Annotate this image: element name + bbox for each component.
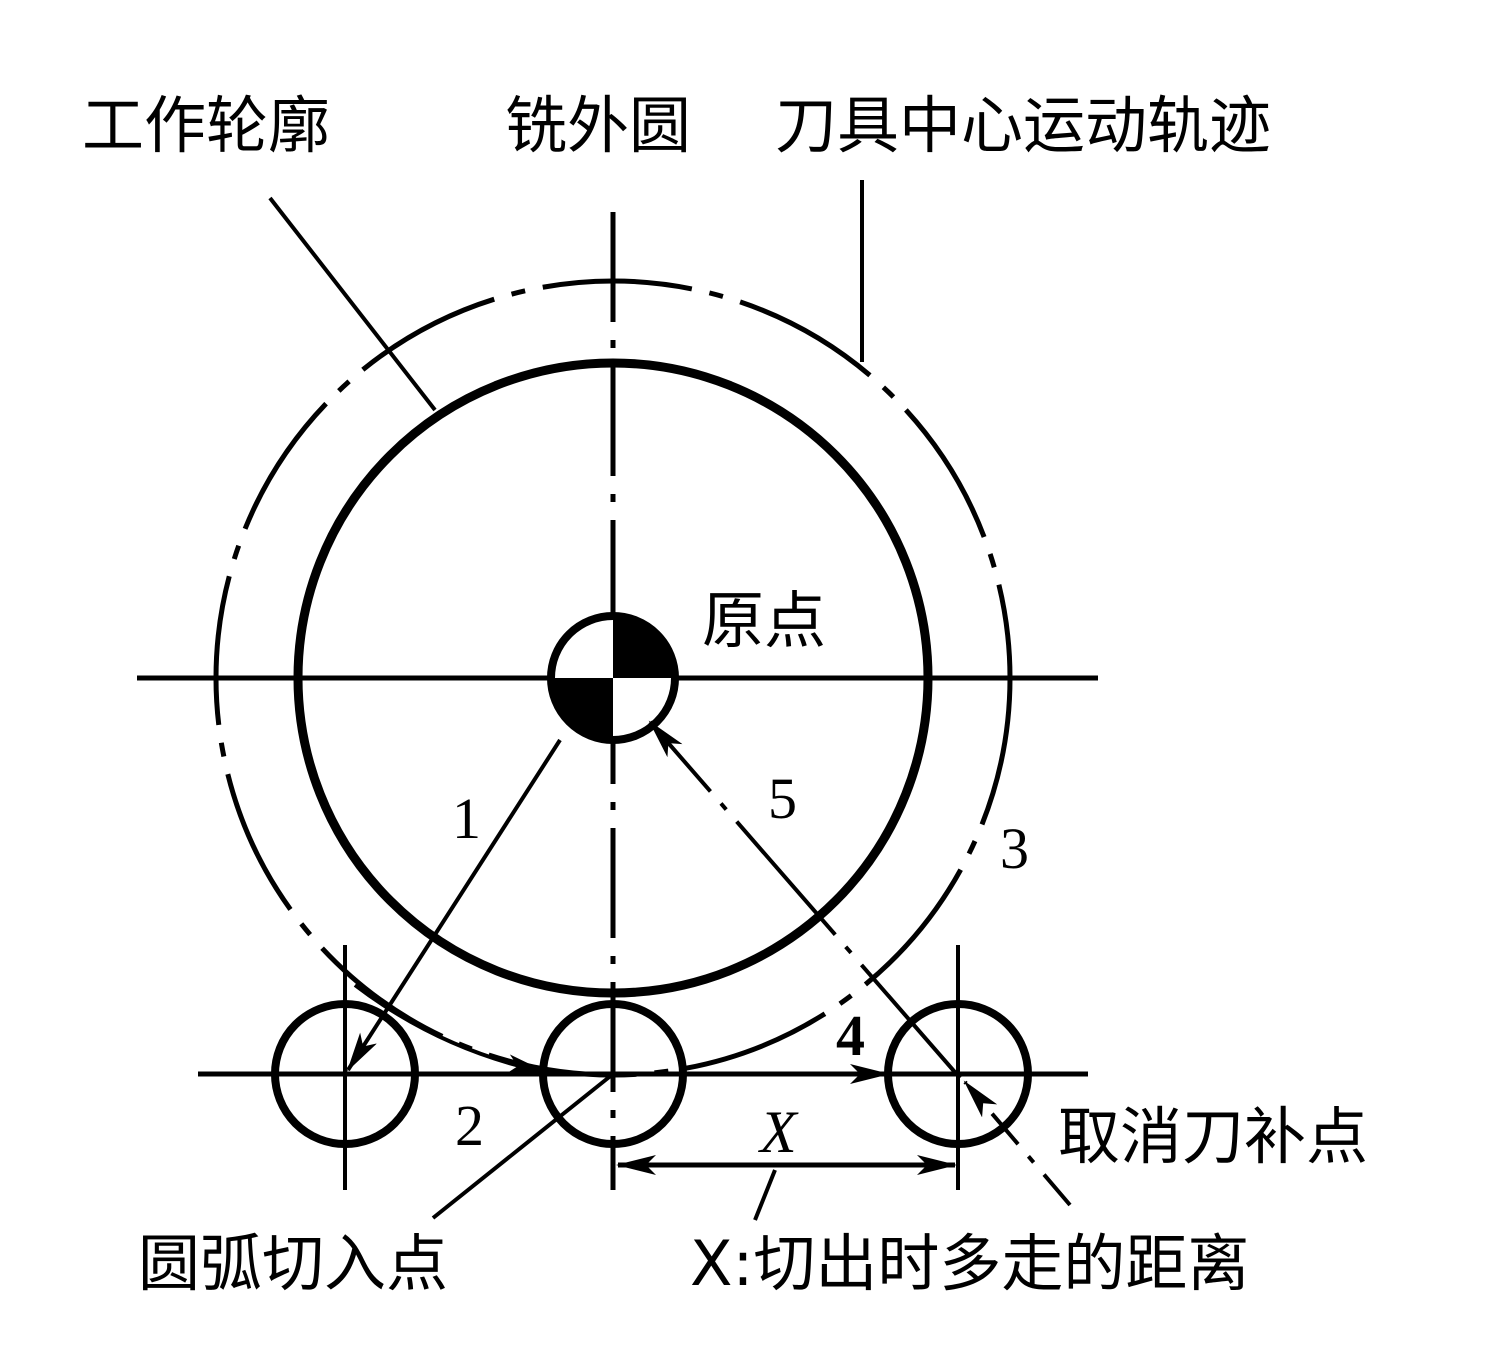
step-3: 3 [1000,816,1029,881]
origin-symbol [547,612,679,744]
leader-work-contour [268,196,437,412]
label-origin: 原点 [702,584,826,657]
label-cancel-comp-point: 取消刀补点 [1058,1100,1368,1173]
leader-lines [268,180,864,1221]
exit-cancel-arrow [963,1080,1072,1207]
label-arc-entry-point: 圆弧切入点 [138,1227,448,1300]
leader-arc-entry [431,1072,615,1220]
step-4: 4 [836,1003,865,1068]
label-x-dimension: X [758,1099,799,1165]
path-5-arrow [648,720,962,1080]
step-2: 2 [455,1093,484,1158]
step-1: 1 [452,786,481,851]
path-arrows [346,720,1072,1207]
label-work-contour: 工作轮廓 [82,89,330,162]
label-x-note: X:切出时多走的距离 [690,1227,1249,1300]
tool-circle-entry [539,1000,687,1148]
label-tool-center-path: 刀具中心运动轨迹 [775,89,1271,162]
leader-x-note [753,1169,777,1221]
step-5: 5 [768,766,797,831]
label-mill-outer-circle: 铣外圆 [505,89,691,162]
tool-circle-start [271,1000,419,1148]
path-1-arrow [346,738,562,1072]
work-contour-circle [293,358,933,998]
path-2-arrow [353,983,547,1074]
